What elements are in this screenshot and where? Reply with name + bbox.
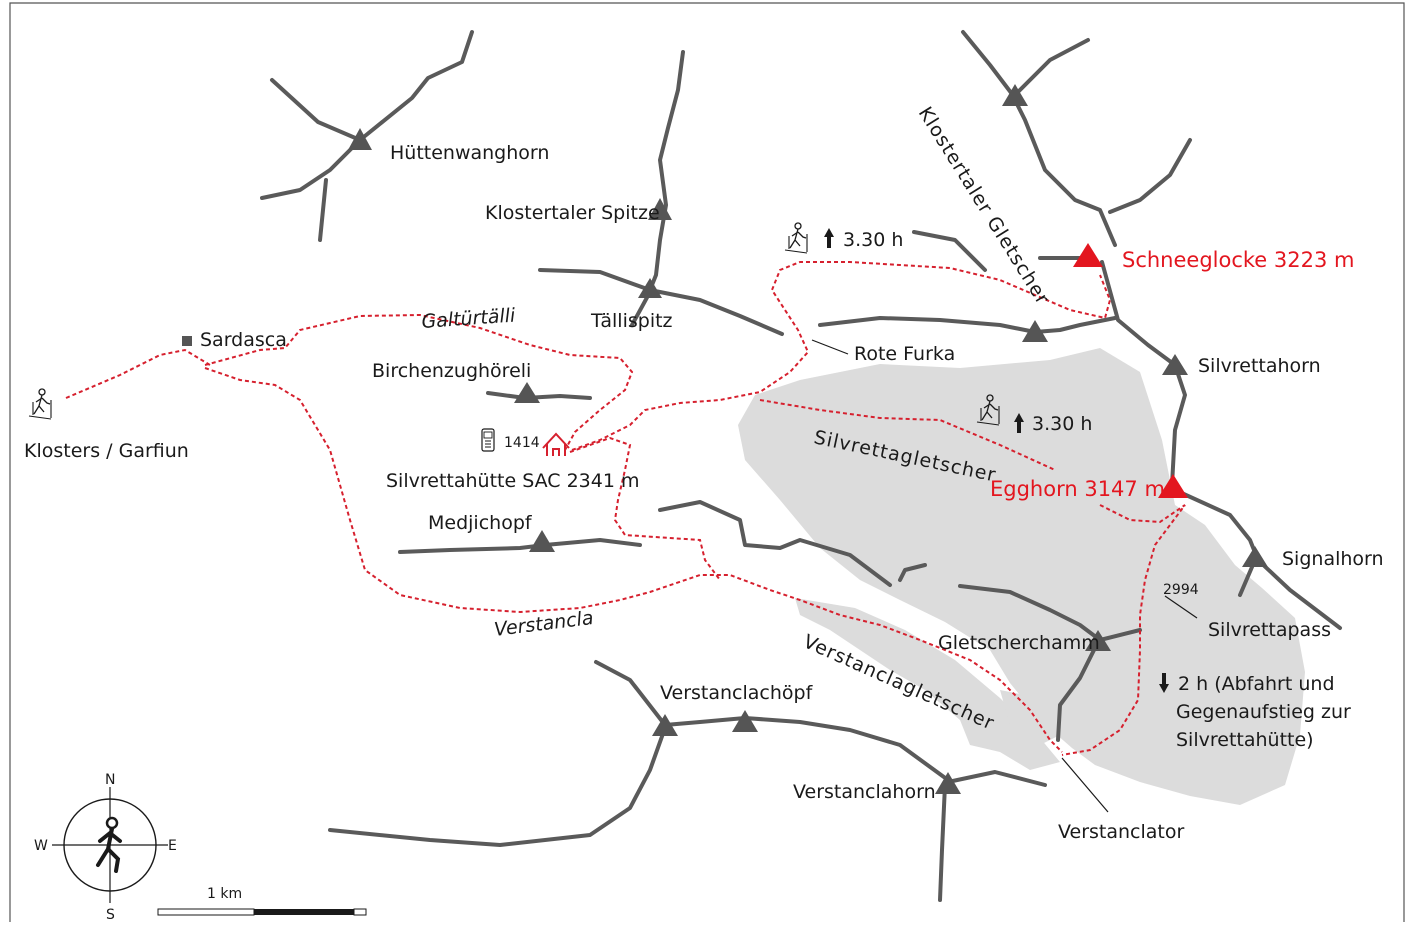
label-ascent-time-1: 3.30 h xyxy=(843,229,903,251)
label-silvrettapass-elevation: 2994 xyxy=(1163,582,1199,598)
label-klostertaler-gletscher: Klostertaler Gletscher xyxy=(914,103,1054,309)
peak-verstanclachoepf-e xyxy=(732,710,758,732)
label-klostertaler-spitze: Klostertaler Spitze xyxy=(485,202,660,224)
label-verstanclachoepf: Verstanclachöpf xyxy=(660,682,814,704)
route-hut-to-furka xyxy=(571,261,1112,451)
peak-taellispitz xyxy=(638,278,662,298)
ridge-medjichopf xyxy=(398,538,642,554)
ridge-north-2 xyxy=(1013,38,1090,97)
label-silvrettapass: Silvrettapass xyxy=(1208,619,1331,641)
route-hut-south xyxy=(569,436,721,581)
ski-touring-icon xyxy=(784,222,808,254)
route-klosters-sardasca xyxy=(65,348,211,399)
label-klosters-garfiun: Klosters / Garfiun xyxy=(24,440,189,462)
ridge-verstancla-sw xyxy=(328,726,667,847)
route-sardasca-galtuertaelli-hut xyxy=(204,313,634,451)
label-egghorn: Egghorn 3147 m xyxy=(990,477,1165,501)
label-huettenwanghorn: Hüttenwanghorn xyxy=(390,142,549,164)
label-descent-line-2: Gegenaufstieg zur xyxy=(1176,701,1351,723)
peak-verstanclachoepf-w xyxy=(652,714,678,736)
peak-medjichopf xyxy=(529,530,555,552)
label-sardasca: Sardasca xyxy=(200,329,287,351)
label-rote-furka: Rote Furka xyxy=(854,343,955,365)
peak-gletscherchamm xyxy=(1085,630,1111,651)
label-gletscherchamm: Gletscherchamm xyxy=(938,632,1100,654)
leader-silvrettapass xyxy=(1164,595,1198,619)
peak-birchenzughoereli xyxy=(514,382,540,403)
peak-schneeglocke-target xyxy=(1073,243,1103,267)
label-signalhorn: Signalhorn xyxy=(1282,548,1384,570)
peak-silvrettahorn xyxy=(1162,354,1188,375)
leader-verstanclator xyxy=(1061,757,1109,813)
label-birchenzughoereli: Birchenzughöreli xyxy=(372,360,531,382)
ridge-middle-2 xyxy=(898,563,927,582)
compass-west: W xyxy=(34,838,48,854)
scale-label: 1 km xyxy=(207,886,242,902)
label-ascent-time-2: 3.30 h xyxy=(1032,413,1092,435)
label-schneeglocke: Schneeglocke 3223 m xyxy=(1122,248,1354,272)
up-arrow-icon xyxy=(1014,413,1024,433)
glacier-verstancla xyxy=(795,598,1060,770)
ridge-birchenzug xyxy=(486,391,592,400)
ridge-gletscherchamm xyxy=(958,584,1142,642)
peak-rote-furka-east xyxy=(1022,320,1048,342)
glacier-gletscherchamm-patch xyxy=(1000,690,1070,745)
scale-bar: 1 km xyxy=(157,886,367,916)
label-taellispitz: Tällispitz xyxy=(590,310,673,332)
ridge-north-1 xyxy=(961,30,1117,247)
hut-icon xyxy=(542,432,570,456)
label-verstanclator: Verstanclator xyxy=(1058,821,1184,843)
compass-south: S xyxy=(106,907,115,923)
ridge-middle xyxy=(658,500,892,587)
label-galtuertaelli: Galtürtälli xyxy=(421,304,517,333)
ski-touring-icon xyxy=(28,388,52,420)
village-square-icon xyxy=(182,336,192,346)
label-silvrettahorn: Silvrettahorn xyxy=(1198,355,1321,377)
peak-huettenwanghorn xyxy=(348,128,372,150)
route-silvretta-to-egghorn xyxy=(759,399,1056,471)
peak-klostertaler-spitze xyxy=(648,198,672,220)
ridge-huettenwang-south xyxy=(318,178,328,242)
map-frame xyxy=(9,2,1405,922)
ridge-north-3 xyxy=(1108,138,1192,214)
ridge-huettenwang-nw xyxy=(270,78,362,142)
compass-rose-icon: N S E W xyxy=(34,772,177,923)
label-descent-line-1: 2 h (Abfahrt und xyxy=(1178,673,1335,695)
route-verstancla-west xyxy=(204,367,1063,753)
leader-rote-furka xyxy=(811,339,849,355)
label-medjichopf: Medjichopf xyxy=(428,512,533,534)
phone-icon xyxy=(481,428,495,452)
label-hut-phone: 1414 xyxy=(504,435,540,451)
route-egghorn-to-verstanclator xyxy=(1061,504,1186,756)
peak-north xyxy=(1002,84,1028,106)
tour-routes xyxy=(65,261,1186,756)
ridge-verstanclahorn-south xyxy=(938,783,947,902)
peak-egghorn-target xyxy=(1158,474,1188,498)
ridge-rote-furka xyxy=(818,316,1117,334)
label-verstanclahorn: Verstanclahorn xyxy=(793,781,936,803)
peak-signalhorn xyxy=(1242,546,1268,567)
label-silvrettahuette: Silvrettahütte SAC 2341 m xyxy=(386,470,640,492)
label-descent-line-3: Silvrettahütte) xyxy=(1176,729,1314,751)
ridge-huettenwang xyxy=(260,30,474,200)
compass-east: E xyxy=(168,838,177,854)
ridge-gletscherchamm-south xyxy=(1056,640,1100,742)
ridge-rote-furka-north xyxy=(912,230,987,272)
peak-markers xyxy=(348,84,1268,794)
ridge-verstanclahorn xyxy=(946,770,1047,787)
ridge-taellispitz xyxy=(538,268,784,336)
ridge-klostertaler-spitze xyxy=(648,50,685,292)
down-arrow-icon xyxy=(1159,673,1169,693)
compass-north: N xyxy=(105,772,115,788)
peak-verstanclahorn xyxy=(935,772,961,794)
up-arrow-icon xyxy=(824,228,834,248)
